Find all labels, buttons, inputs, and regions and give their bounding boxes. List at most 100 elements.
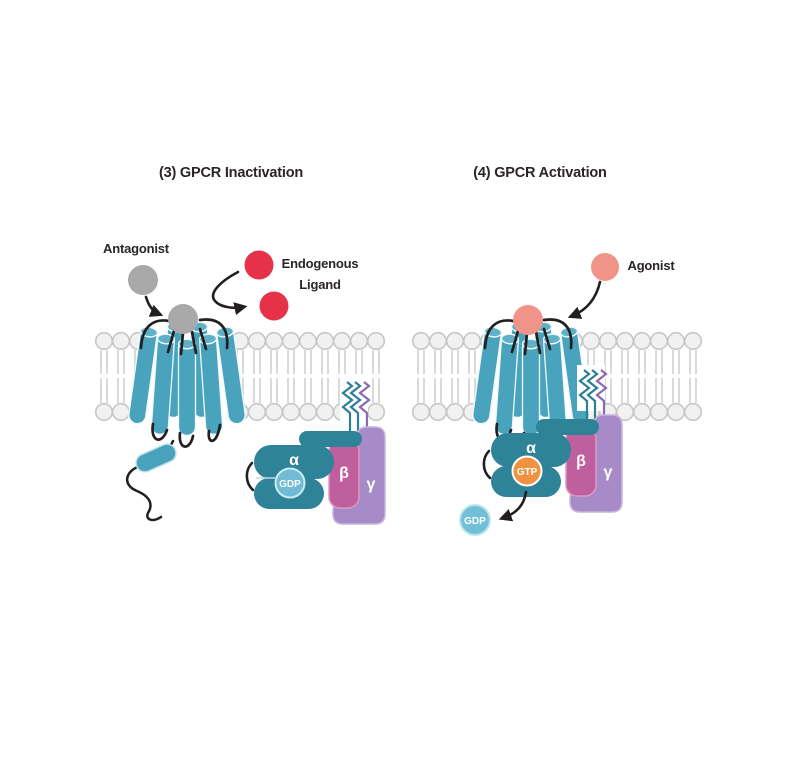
lipid-tails [321,350,329,403]
tm-helix [177,338,197,437]
anchor-gap [340,377,368,423]
lipid-head [649,331,669,351]
released-gdp-label: GDP [464,516,486,527]
lipid-tails [689,350,697,403]
agonist-free-circle [591,253,619,281]
gdp-molecule [274,467,306,499]
gdp-release-arrow [498,490,528,522]
ec-loop [139,319,171,350]
ec-loop [523,331,529,356]
agonist-bound-circle [513,305,543,335]
beta-label: β [576,453,586,470]
lipid-head [366,402,386,422]
lipid-head [281,331,301,351]
lipid-tails [417,350,425,403]
lipid-head [411,402,431,422]
ec-loop [179,331,185,356]
ic-loop [178,431,195,448]
lipid-head [428,331,448,351]
lipid-head [683,402,703,422]
endogenous-ligand-label: Endogenous Ligand [282,253,359,295]
ec-loop [190,330,198,355]
lipid-head [632,402,652,422]
lipid-tails [604,350,612,403]
alpha-label: α [289,452,299,469]
lipid-head [581,331,601,351]
alpha-upper-lobe [491,433,571,467]
gpcr-receptor-inactive [128,318,246,448]
ec-loop [198,318,229,350]
gamma-label: γ [604,464,613,481]
lipid-head [349,331,369,351]
alpha-upper-lobe [254,445,334,479]
antagonist-free-circle [128,265,158,295]
released-gdp-molecule [459,504,491,536]
panel-title-activation: (4) GPCR Activation [473,165,607,181]
lipid-head [111,402,131,422]
lipid-tails [434,350,442,403]
agonist-label: Agonist [627,258,675,273]
gamma-label: γ [367,476,376,493]
lipid-head [615,331,635,351]
ec-loop [198,327,208,351]
gdp-label: GDP [279,479,301,490]
ec-loop [542,318,573,350]
ec-loop [166,329,176,354]
alpha-subunit [491,419,599,497]
alpha-n-arm [536,419,599,435]
lipid-head [94,402,114,422]
antagonist-bound-circle [168,304,198,334]
tm-helix [472,326,503,425]
lipid-head [298,331,318,351]
ec-loop [534,330,542,355]
lipid-head [411,331,431,351]
lipid-tails [253,350,261,403]
lipid-tails [287,350,295,403]
alpha-label: α [526,440,536,457]
ec-loop [483,319,515,350]
lipid-head [366,331,386,351]
ligand-displacement-arrow [211,270,248,316]
lipid-head [445,331,465,351]
lipid-tails [100,350,108,403]
anchor-zigzag-purple [358,381,371,427]
lipid-head [281,402,301,422]
lipid-tails [672,350,680,403]
lipid-head [94,331,114,351]
lipid-head [315,402,335,422]
lipid-head [666,331,686,351]
alpha-n-arm [299,431,362,447]
lipid-head [332,331,352,351]
lipid-tails [338,350,346,403]
lipid-anchors [341,381,371,431]
anchor-zigzag-purple [595,369,608,415]
lipid-head [632,331,652,351]
endogenous-ligand-label-line1: Endogenous [281,256,359,271]
helix8-pill [135,443,177,473]
endogenous-ligand-circle [259,291,289,321]
lipid-head [315,331,335,351]
lipid-tails [372,350,380,403]
lipid-head [111,331,131,351]
lipid-anchors [578,369,608,419]
anchor-zigzag-teal [341,381,354,431]
lipid-tails [655,350,663,403]
lipid-head [598,331,618,351]
agonist-binding-arrow [567,280,602,319]
lipid-head [683,331,703,351]
alpha-hinge-line [482,449,492,480]
gtp-molecule [511,455,543,487]
lipid-tails [621,350,629,403]
lipid-head [247,402,267,422]
lipid-tails [304,350,312,403]
antagonist-label: Antagonist [103,241,169,256]
lipid-head [462,331,482,351]
ic-loop [151,422,169,441]
lipid-head [428,402,448,422]
lipid-head [445,402,465,422]
anchor-zigzag-teal [586,369,599,419]
lipid-tails [270,350,278,403]
beta-label: β [339,465,349,482]
